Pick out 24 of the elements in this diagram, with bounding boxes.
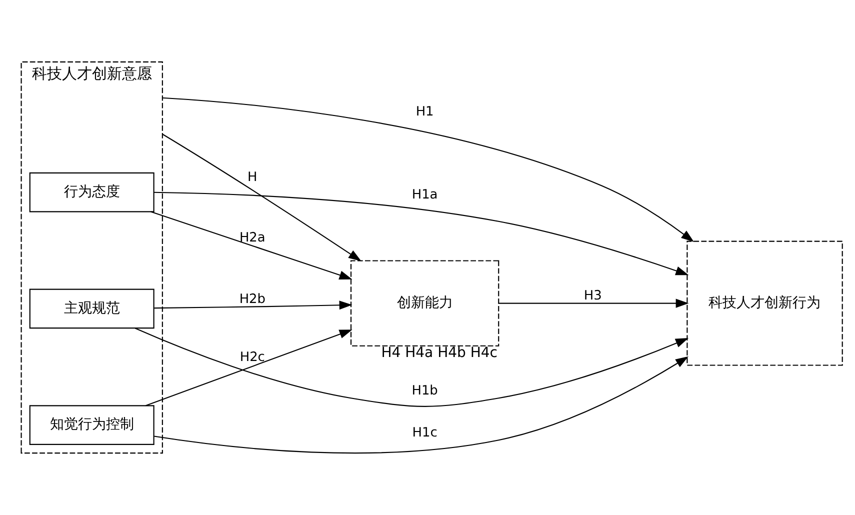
node-box: 科技人才创新行为 xyxy=(686,240,843,366)
edge-label: H2b xyxy=(239,292,266,307)
arrow xyxy=(146,330,352,406)
node-box: 行为态度 xyxy=(29,172,154,212)
edge-label: H1b xyxy=(412,383,438,398)
edge-label: H3 xyxy=(584,288,602,304)
arrow xyxy=(134,328,689,407)
node-label: H4 H4a H4b H4c xyxy=(381,345,498,362)
arrow xyxy=(162,134,362,262)
arrow xyxy=(154,192,689,276)
arrow xyxy=(162,97,694,242)
edge-label: H1c xyxy=(412,425,438,440)
arrow xyxy=(150,211,352,280)
arrow xyxy=(498,298,689,308)
edge-label: H1a xyxy=(412,187,438,202)
edge-label: H2c xyxy=(240,350,265,366)
edge-label: H2a xyxy=(239,230,266,246)
node-box: 知觉行为控制 xyxy=(29,405,154,445)
node-box: 创新能力 xyxy=(350,260,500,346)
arrow xyxy=(154,300,352,310)
node-box: 主观规范 xyxy=(29,288,154,329)
edge-label: H1 xyxy=(416,104,434,120)
arrow xyxy=(154,356,688,454)
edge-label: H xyxy=(248,170,258,186)
